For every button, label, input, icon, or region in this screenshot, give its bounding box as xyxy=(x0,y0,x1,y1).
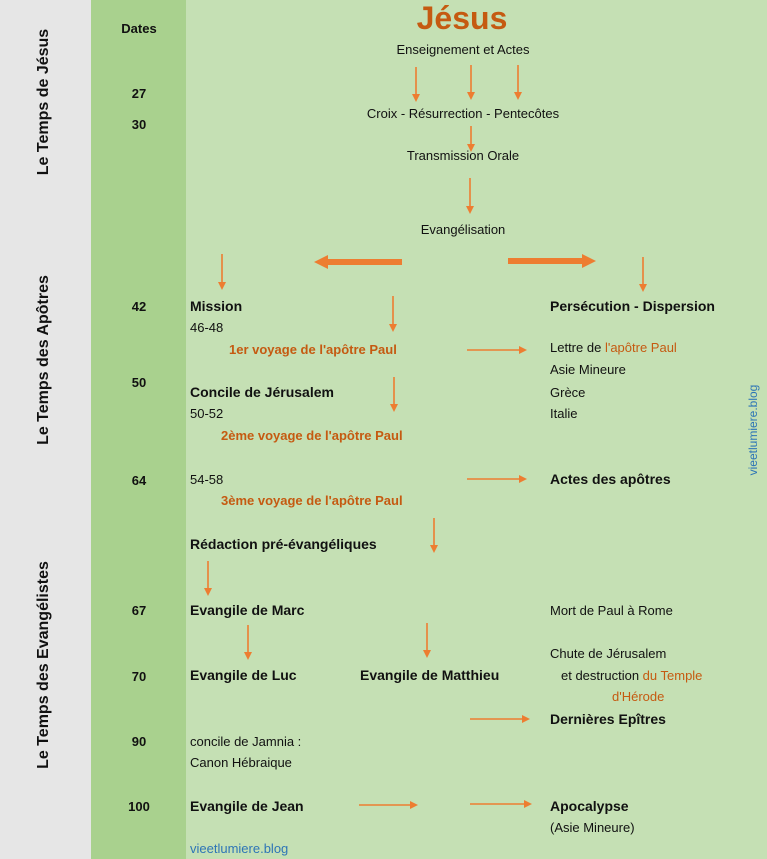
lettre-line: Lettre de l'apôtre Paul xyxy=(550,340,677,355)
redaction-text: Rédaction pré-évangéliques xyxy=(190,536,377,552)
date-90: 90 xyxy=(131,734,147,749)
date-100: 100 xyxy=(128,799,150,814)
croix-text: Croix - Résurrection - Pentecôtes xyxy=(366,106,560,121)
blog-link-bottom[interactable]: vieetlumiere.blog xyxy=(190,841,289,856)
date-64: 64 xyxy=(131,473,147,488)
persecution-text: Persécution - Dispersion xyxy=(550,298,715,314)
date-30: 30 xyxy=(131,117,147,132)
evangile-marc: Evangile de Marc xyxy=(190,602,305,618)
transmission-text: Transmission Orale xyxy=(406,148,520,163)
lettre-de: Lettre de xyxy=(550,340,602,355)
mission-text: Mission xyxy=(190,298,243,314)
evangile-luc: Evangile de Luc xyxy=(190,667,297,683)
mort-paul: Mort de Paul à Rome xyxy=(550,603,673,618)
actes-apotres: Actes des apôtres xyxy=(550,471,671,487)
asie-mineure: Asie Mineure xyxy=(550,362,626,377)
chute-jerusalem: Chute de Jérusalem xyxy=(550,646,667,661)
title-jesus: Jésus xyxy=(416,0,508,36)
date-67: 67 xyxy=(131,603,147,618)
date-27: 27 xyxy=(131,86,147,101)
date-50: 50 xyxy=(131,375,147,390)
destruction-text: et destruction xyxy=(561,668,640,683)
date-42: 42 xyxy=(131,299,147,314)
evangelisation-text: Evangélisation xyxy=(420,222,506,237)
thick-arrow-left xyxy=(314,255,402,269)
date-70: 70 xyxy=(131,669,147,684)
apocalypse: Apocalypse xyxy=(550,798,629,814)
italie: Italie xyxy=(550,406,578,421)
voyage-1: 1er voyage de l'apôtre Paul xyxy=(229,342,397,357)
thick-arrow-right xyxy=(508,254,596,268)
enseignement-text: Enseignement et Actes xyxy=(396,42,530,57)
dates-column xyxy=(91,0,186,859)
du-temple: du Temple xyxy=(642,668,703,683)
dernieres-epitres: Dernières Epîtres xyxy=(550,711,666,727)
years-54-58: 54-58 xyxy=(190,472,224,487)
destruction-line: et destruction du Temple xyxy=(561,668,702,683)
evangile-matthieu: Evangile de Matthieu xyxy=(360,667,500,683)
herode: d'Hérode xyxy=(612,689,665,704)
years-50-52: 50-52 xyxy=(190,406,224,421)
concile-jerusalem: Concile de Jérusalem xyxy=(190,384,334,400)
grece: Grèce xyxy=(550,385,586,400)
lettre-apotre-paul: l'apôtre Paul xyxy=(604,340,677,355)
main-column xyxy=(186,0,767,859)
jamnia-line-1: concile de Jamnia : xyxy=(190,734,302,749)
period-column xyxy=(0,0,91,859)
asie-mineure-2: (Asie Mineure) xyxy=(550,820,635,835)
jamnia-line-2: Canon Hébraique xyxy=(190,755,292,770)
evangile-jean: Evangile de Jean xyxy=(190,798,304,814)
voyage-2: 2ème voyage de l'apôtre Paul xyxy=(221,428,403,443)
dates-header: Dates xyxy=(121,21,157,36)
years-46-48: 46-48 xyxy=(190,320,224,335)
voyage-3: 3ème voyage de l'apôtre Paul xyxy=(221,493,403,508)
